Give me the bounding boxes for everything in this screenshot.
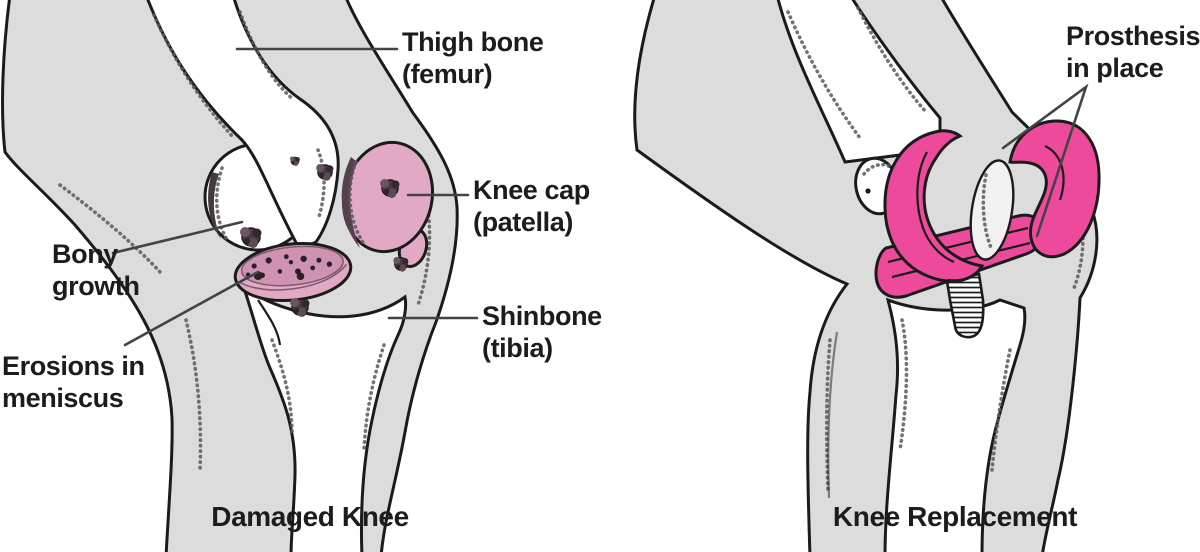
label-line: (femur): [402, 59, 493, 89]
label-line: Erosions in: [2, 351, 145, 381]
label-line: Shinbone: [482, 301, 602, 331]
prosthesis-stem: [945, 272, 985, 339]
label-line: (patella): [473, 207, 573, 237]
patella-shading: [341, 157, 360, 248]
label-shinbone: Shinbone (tibia): [482, 300, 602, 364]
label-line: meniscus: [2, 383, 124, 413]
implant-gap: [969, 159, 1015, 261]
leader-prosthesis: [1001, 83, 1089, 238]
label-line: Knee cap: [473, 175, 590, 205]
label-line: (tibia): [482, 333, 553, 363]
label-line: in place: [1066, 53, 1164, 83]
label-thigh-bone: Thigh bone (femur): [402, 26, 544, 90]
label-line: Thigh bone: [402, 27, 544, 57]
damaged-knee-illustration: [1, 0, 479, 552]
condyle-shading: [208, 172, 221, 239]
prosthesis-femoral-component: [883, 129, 985, 283]
caption-knee-replacement: Knee Replacement: [832, 501, 1078, 532]
label-line: growth: [52, 271, 140, 301]
label-prosthesis-in-place: Prosthesis in place: [1066, 20, 1200, 84]
label-bony-growth: Bony growth: [52, 238, 140, 302]
tibia-bone: [241, 284, 408, 552]
label-line: Prosthesis: [1066, 21, 1200, 51]
femur-bone: [146, 0, 340, 252]
tibia-bone: [883, 297, 1027, 552]
leader-erosions: [123, 270, 260, 347]
label-knee-cap: Knee cap (patella): [473, 174, 590, 238]
caption-damaged-knee: Damaged Knee: [211, 501, 409, 532]
prosthesis-femoral-component: [1008, 119, 1101, 259]
label-erosions-in-meniscus: Erosions in meniscus: [2, 350, 145, 414]
meniscus: [233, 242, 353, 302]
label-line: Bony: [52, 239, 118, 269]
leader-bony-growth: [111, 220, 244, 255]
knee-replacement-illustration: [633, 0, 1101, 552]
